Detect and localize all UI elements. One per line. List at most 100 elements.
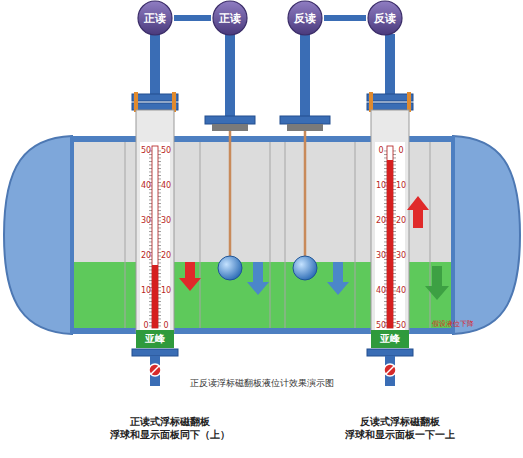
brand-label: 亚峰: [380, 332, 400, 346]
gauge-description: 反读式浮标磁翻板 浮球和显示面板一下一上: [335, 415, 465, 441]
pipe: [385, 34, 395, 96]
mount: [287, 124, 323, 131]
left-gauge: [132, 34, 201, 386]
pipe: [150, 34, 160, 96]
connecting-bar: [324, 15, 366, 21]
gauge-description: 正读式浮标磁翻板 浮球和显示面板同下（上）: [105, 415, 235, 441]
scale-number: 0: [398, 146, 403, 155]
scale-number: 0: [143, 321, 148, 330]
scale-number: 10: [161, 286, 171, 295]
mount: [212, 124, 248, 131]
float-right: [280, 34, 349, 295]
bolt: [407, 92, 411, 112]
circle-outline: [368, 1, 402, 35]
tank-shell: [70, 136, 455, 334]
mode-label: 反读: [294, 11, 316, 26]
flange: [132, 349, 178, 356]
pipe: [300, 34, 310, 116]
scale-number: 20: [141, 251, 151, 260]
flange: [367, 94, 413, 101]
pipe: [225, 34, 235, 116]
reading-mode-circle: 正读: [211, 0, 249, 36]
tank-cap: [453, 136, 520, 334]
scale-number: 40: [396, 286, 406, 295]
scale-number: 30: [141, 216, 151, 225]
gauge-body: [136, 110, 174, 332]
circle-outline: [138, 1, 172, 35]
scale-number: 50: [141, 146, 151, 155]
right-gauge: [367, 34, 449, 386]
scale-number: 50: [376, 321, 386, 330]
scale-number: 20: [396, 216, 406, 225]
note-text: 假设液位下降: [432, 319, 474, 329]
circle-outline: [288, 1, 322, 35]
liquid-arrow-down: [425, 266, 449, 300]
tank-interior: [74, 142, 451, 328]
tick-marks: [158, 148, 161, 328]
flange: [132, 94, 178, 101]
guide-line: [430, 142, 431, 328]
mode-label: 反读: [374, 11, 396, 26]
flap-tube: [387, 146, 393, 328]
reading-mode-circle: 正读: [136, 0, 174, 36]
scale-number: 50: [161, 146, 171, 155]
valve-mark: [386, 366, 394, 374]
scale-number: 10: [141, 286, 151, 295]
flange: [367, 349, 413, 356]
brand-label: 亚峰: [145, 332, 165, 346]
float-ball: [218, 256, 242, 280]
reading-mode-circle: 反读: [366, 0, 404, 36]
pipe: [150, 356, 160, 386]
pipe: [385, 356, 395, 386]
scale-number: 0: [163, 321, 168, 330]
scale-number: 10: [376, 181, 386, 190]
float-left: [205, 34, 269, 295]
drain-valve: [384, 364, 396, 376]
drain-valve: [149, 364, 161, 376]
scale-number: 40: [161, 181, 171, 190]
flange: [367, 103, 413, 110]
mode-label: 正读: [219, 11, 241, 26]
float-rod: [304, 131, 307, 257]
guide-line: [200, 142, 201, 328]
circle-outline: [213, 1, 247, 35]
guide-line: [355, 142, 356, 328]
scale-number: 40: [376, 286, 386, 295]
bolt: [134, 92, 138, 112]
level-arrow-up: [407, 196, 429, 228]
scale-number: 20: [161, 251, 171, 260]
guide-line: [125, 142, 126, 328]
bolt: [172, 92, 176, 112]
connecting-bar: [174, 15, 211, 21]
scale-number: 30: [396, 251, 406, 260]
level-arrow-down: [179, 262, 201, 291]
scale-number: 0: [378, 146, 383, 155]
float-rod: [229, 131, 232, 257]
mode-label: 正读: [144, 11, 166, 26]
tick-marks: [149, 148, 152, 328]
red-flaps: [387, 160, 393, 328]
reading-mode-circle: 反读: [286, 0, 324, 36]
scale-plate: [375, 142, 405, 330]
tank: [4, 136, 520, 334]
flap-tube: [152, 146, 158, 328]
tick-marks: [384, 148, 387, 328]
red-flaps: [152, 265, 158, 328]
valve-mark: [151, 366, 159, 374]
bolt: [369, 92, 373, 112]
flange: [132, 103, 178, 110]
float-arrow-down: [247, 262, 269, 295]
float-ball: [293, 256, 317, 280]
tick-marks: [393, 148, 396, 328]
brand-plate: [371, 330, 409, 348]
brand-plate: [136, 330, 174, 348]
scale-number: 30: [161, 216, 171, 225]
float-arrow-down: [327, 262, 349, 295]
scale-plate: [140, 142, 170, 330]
guide-line: [270, 142, 271, 328]
flange: [280, 116, 330, 124]
